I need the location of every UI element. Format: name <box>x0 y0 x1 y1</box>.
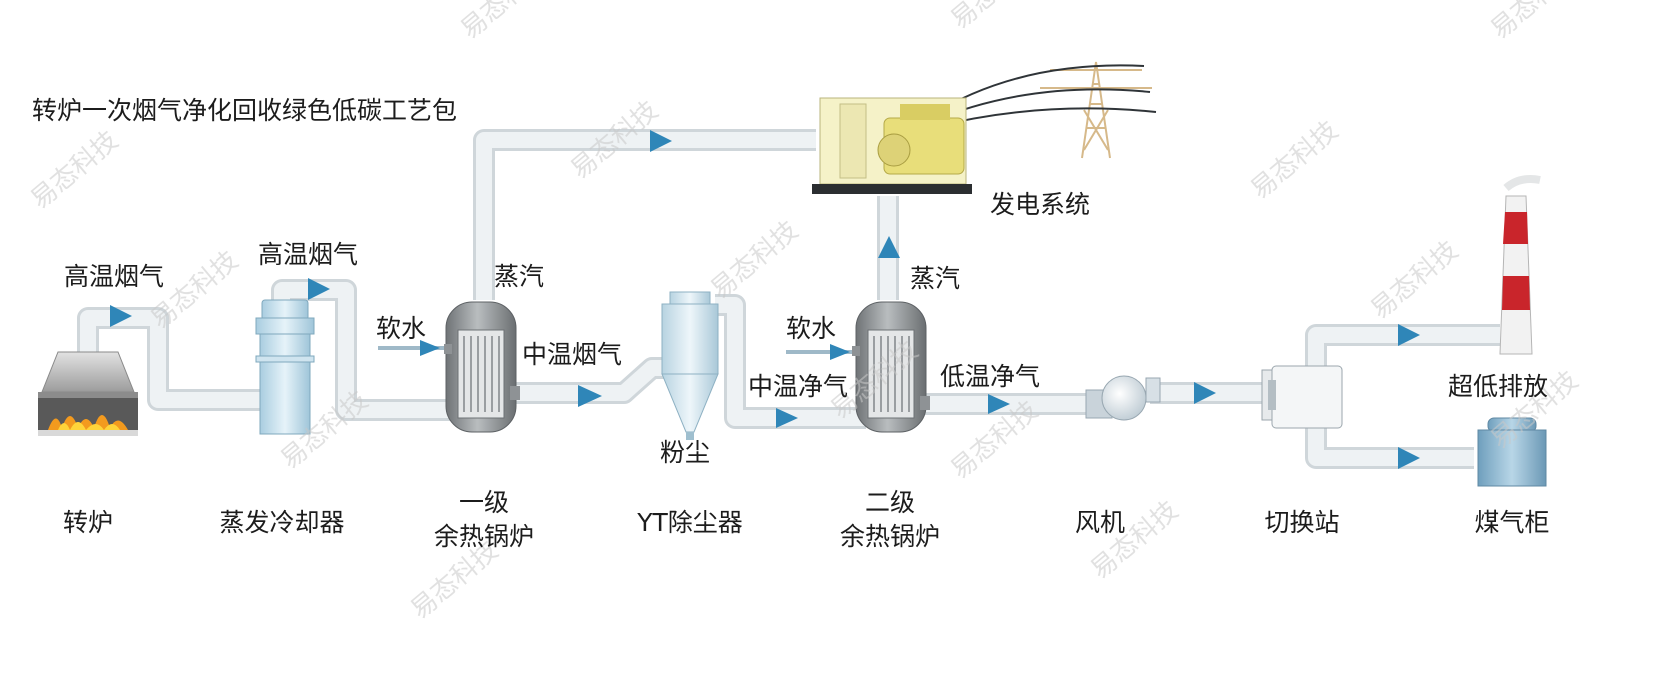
watermark-text: 易态科技 <box>1365 236 1464 326</box>
watermark-text: 易态科技 <box>1245 116 1344 206</box>
label-high-temp-gas-1: 高温烟气 <box>64 262 165 291</box>
label-boiler-2-line1: 二级 <box>864 488 916 517</box>
flow-arrow <box>110 305 132 327</box>
watermark-text: 易态科技 <box>705 216 804 306</box>
flow-arrow <box>988 394 1010 414</box>
fan-icon <box>1085 375 1161 421</box>
boiler-1-icon <box>444 301 520 433</box>
watermark-text: 易态科技 <box>25 126 124 216</box>
flow-arrow <box>1398 324 1420 346</box>
watermark-text: 易态科技 <box>1485 0 1584 45</box>
watermark-text: 易态科技 <box>455 0 554 45</box>
boiler-2-icon <box>852 301 930 433</box>
evaporative-cooler-icon <box>255 299 315 435</box>
yt-dust-collector-icon <box>661 291 719 440</box>
label-high-temp-gas-2: 高温烟气 <box>258 240 359 269</box>
watermark-text: 易态科技 <box>945 0 1044 35</box>
chimney-icon <box>1499 175 1541 355</box>
label-dust: 粉尘 <box>660 438 711 467</box>
label-steam-1: 蒸汽 <box>494 262 545 291</box>
flow-arrow <box>1398 447 1420 469</box>
switching-station-icon <box>1261 365 1343 429</box>
label-evaporative-cooler: 蒸发冷却器 <box>219 508 345 537</box>
flow-arrow <box>420 340 440 356</box>
flow-arrow <box>1194 382 1216 404</box>
label-ultra-low-emission: 超低排放 <box>1448 372 1549 401</box>
label-boiler-1-line1: 一级 <box>458 488 510 517</box>
label-power-system: 发电系统 <box>990 190 1091 219</box>
flow-arrows <box>110 130 1420 469</box>
label-soft-water-1: 软水 <box>376 314 427 343</box>
label-gas-holder: 煤气柜 <box>1474 508 1550 537</box>
label-fan: 风机 <box>1074 508 1126 537</box>
label-switching-station: 切换站 <box>1264 508 1340 537</box>
label-yt-dust-collector: YT除尘器 <box>637 508 743 537</box>
flow-arrow <box>830 344 850 360</box>
label-boiler-2-line2: 余热锅炉 <box>839 522 941 551</box>
gas-holder-icon <box>1477 417 1547 487</box>
label-mid-temp-clean-gas: 中温净气 <box>748 372 849 401</box>
flow-arrow <box>578 385 602 407</box>
label-soft-water-2: 软水 <box>786 314 837 343</box>
converter-icon <box>38 351 138 436</box>
label-boiler-1-line2: 余热锅炉 <box>433 522 535 551</box>
label-steam-2: 蒸汽 <box>910 264 961 293</box>
power-generation-icon <box>812 61 1157 194</box>
label-converter: 转炉 <box>62 508 114 537</box>
label-low-temp-clean-gas: 低温净气 <box>940 362 1041 391</box>
flow-arrow <box>308 278 330 300</box>
flow-arrow <box>650 130 672 152</box>
label-mid-temp-gas: 中温烟气 <box>522 340 623 369</box>
diagram-title: 转炉一次烟气净化回收绿色低碳工艺包 <box>32 96 458 125</box>
flow-arrow <box>776 408 798 428</box>
flow-arrow <box>878 236 900 258</box>
